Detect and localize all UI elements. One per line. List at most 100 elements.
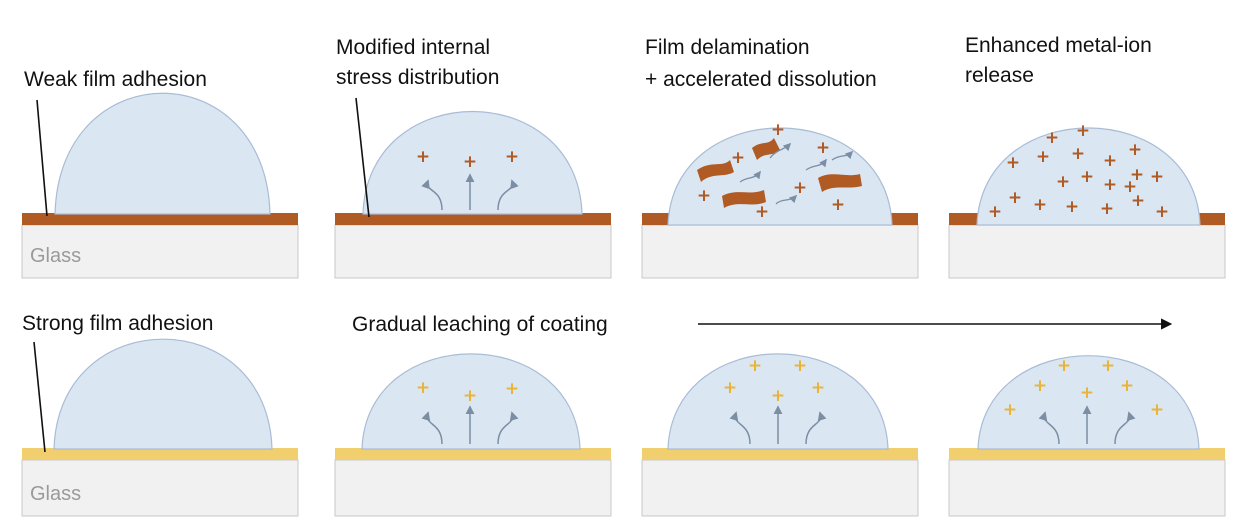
film-layer-1-1 <box>335 448 611 460</box>
ion-weak-3-8: + <box>1080 167 1094 187</box>
ion-weak-3-15: + <box>1065 197 1079 217</box>
ion-weak-2-1: + <box>731 148 745 168</box>
glass-substrate-0-2 <box>641 224 919 279</box>
film-layer-1-2 <box>642 448 918 460</box>
glass-label-0: Glass <box>30 245 81 267</box>
ion-weak-3-17: + <box>1131 191 1145 211</box>
glass-substrate-1-1 <box>334 459 612 517</box>
ion-weak-1-1: + <box>463 152 477 172</box>
ion-weak-1-2: + <box>505 147 519 167</box>
droplet-1-3 <box>977 355 1200 450</box>
film-layer-1-3 <box>949 448 1225 460</box>
stage4-caption-line1: Enhanced metal-ion <box>965 34 1152 57</box>
gradual-leaching-label: Gradual leaching of coating <box>352 313 608 336</box>
curved-arrow-icon-left-1-3 <box>1038 411 1060 445</box>
ion-weak-3-6: + <box>1128 140 1142 160</box>
ion-weak-3-7: + <box>1056 172 1070 192</box>
ion-weak-3-1: + <box>1076 121 1090 141</box>
ion-strong-1-2: + <box>505 379 519 399</box>
glass-substrate-1-3 <box>948 459 1226 517</box>
glass-label-1: Glass <box>30 483 81 505</box>
ion-strong-2-3: + <box>811 378 825 398</box>
curved-arrow-icon-left-0-1 <box>421 179 443 211</box>
ion-strong-2-0: + <box>748 356 762 376</box>
ion-strong-3-2: + <box>1033 376 1047 396</box>
glass-substrate-0-3 <box>948 224 1226 279</box>
stage2-caption-line1: Modified internal <box>336 36 490 59</box>
ion-weak-3-2: + <box>1006 153 1020 173</box>
stage4-caption-line2: release <box>965 64 1034 87</box>
droplet-1-0 <box>53 338 273 450</box>
flake-arrow-icon-1 <box>739 170 761 183</box>
strong-adhesion-pointer <box>33 341 46 453</box>
ion-strong-2-2: + <box>723 378 737 398</box>
ion-weak-2-6: + <box>831 195 845 215</box>
ion-weak-2-0: + <box>771 120 785 140</box>
ion-weak-1-0: + <box>416 147 430 167</box>
ion-weak-3-12: + <box>988 202 1002 222</box>
stage2-caption-line2: stress distribution <box>336 66 499 89</box>
ion-weak-2-3: + <box>697 186 711 206</box>
ion-strong-3-3: + <box>1120 376 1134 396</box>
ion-weak-3-19: + <box>1123 177 1137 197</box>
strong-adhesion-label: Strong film adhesion <box>22 312 213 335</box>
ion-strong-3-0: + <box>1057 356 1071 376</box>
ion-strong-2-1: + <box>793 356 807 376</box>
film-left-0-3 <box>949 213 980 225</box>
ion-weak-2-4: + <box>793 178 807 198</box>
flake-arrow-icon-2 <box>805 158 827 171</box>
droplet-1-2 <box>667 353 889 450</box>
stage3-caption-line1: Film delamination <box>645 36 810 59</box>
glass-substrate-1-2 <box>641 459 919 517</box>
ion-weak-3-13: + <box>1008 188 1022 208</box>
film-layer-0-1 <box>335 213 611 225</box>
ion-strong-3-1: + <box>1101 356 1115 376</box>
film-flake-3 <box>818 174 862 192</box>
ion-weak-3-9: + <box>1103 175 1117 195</box>
film-layer-0-0 <box>22 213 298 225</box>
ion-weak-3-4: + <box>1071 144 1085 164</box>
ion-weak-3-16: + <box>1100 199 1114 219</box>
ion-strong-1-1: + <box>463 386 477 406</box>
droplet-0-3 <box>976 127 1201 226</box>
droplet-0-0 <box>54 92 271 215</box>
film-flake-0 <box>697 160 734 182</box>
ion-strong-3-5: + <box>1003 400 1017 420</box>
curved-arrow-icon-right-1-1 <box>497 411 519 445</box>
film-right-0-2 <box>888 213 918 225</box>
ion-weak-3-10: + <box>1130 165 1144 185</box>
ion-strong-1-0: + <box>416 378 430 398</box>
glass-substrate-1-0 <box>21 459 299 517</box>
ion-strong-2-4: + <box>771 386 785 406</box>
glass-substrate-0-1 <box>334 224 612 279</box>
curved-arrow-icon-right-1-3 <box>1114 411 1136 445</box>
ion-weak-3-14: + <box>1033 195 1047 215</box>
droplet-1-1 <box>361 353 581 450</box>
weak-adhesion-pointer <box>36 99 48 217</box>
ion-weak-3-11: + <box>1150 167 1164 187</box>
flake-arrow-icon-0 <box>769 142 792 159</box>
droplet-0-1 <box>362 110 583 215</box>
film-flake-2 <box>722 190 766 208</box>
ion-strong-3-6: + <box>1150 400 1164 420</box>
film-flake-1 <box>752 138 780 160</box>
film-layer-1-0 <box>22 448 298 460</box>
stage2-pointer <box>355 97 370 218</box>
film-right-0-3 <box>1196 213 1225 225</box>
glass-substrate-0-0 <box>21 224 299 279</box>
curved-arrow-icon-right-0-1 <box>497 179 519 211</box>
curved-arrow-icon-left-1-2 <box>729 411 751 445</box>
ion-weak-2-5: + <box>755 202 769 222</box>
ion-weak-3-5: + <box>1103 151 1117 171</box>
film-left-0-2 <box>642 213 672 225</box>
flake-arrow-icon-4 <box>831 150 854 161</box>
curved-arrow-icon-left-1-1 <box>421 411 443 445</box>
ion-strong-3-4: + <box>1080 383 1094 403</box>
ion-weak-3-18: + <box>1155 202 1169 222</box>
ion-weak-3-3: + <box>1036 147 1050 167</box>
flake-arrow-icon-3 <box>775 194 798 205</box>
stage3-caption-line2: + accelerated dissolution <box>645 68 877 91</box>
curved-arrow-icon-right-1-2 <box>805 411 827 445</box>
ion-weak-2-2: + <box>816 138 830 158</box>
